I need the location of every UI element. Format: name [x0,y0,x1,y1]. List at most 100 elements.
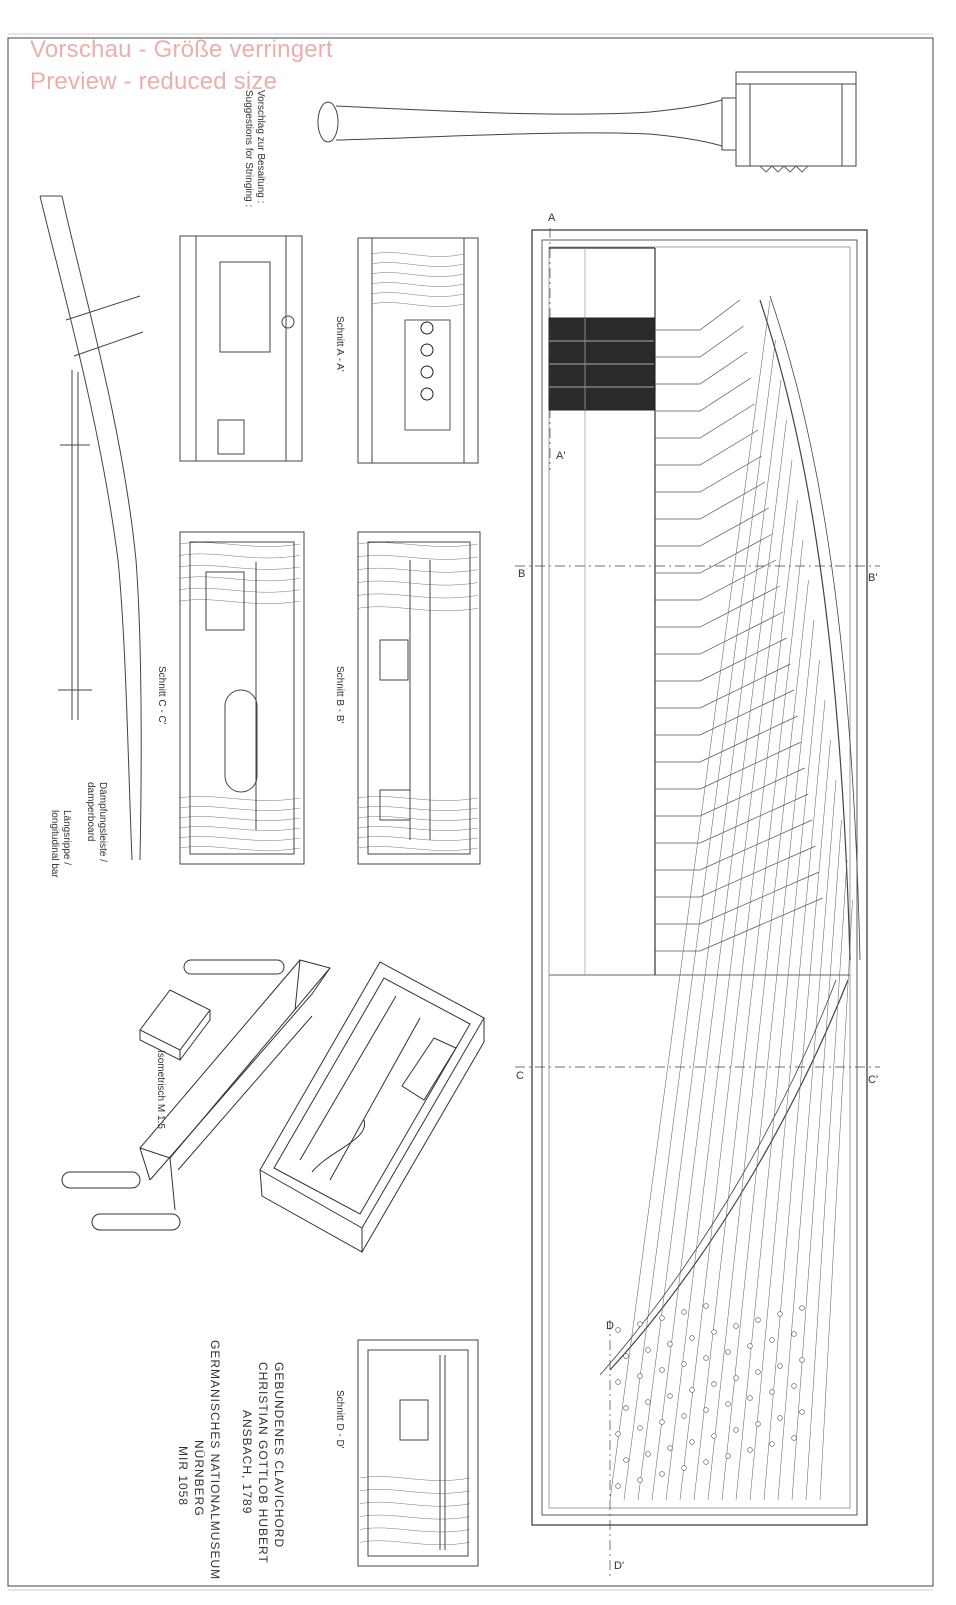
woodgrain-line [179,576,301,582]
key-lever [655,715,798,763]
key-lever [655,819,813,871]
tuning-pin [689,1387,695,1393]
woodgrain-line [179,553,301,559]
tuning-pin [799,1305,805,1311]
tuning-pin [791,1383,797,1389]
woodgrain-line [179,846,301,851]
woodgrain-line [357,826,479,831]
isometric-label: Isometrisch M 1:5 [155,1050,166,1129]
longitudinal-label-2: longitudinal bar [49,810,60,878]
damper-label-1: Dämpfungsleiste / [97,782,108,863]
key-lever [655,871,820,925]
woodgrain-line [179,587,301,593]
bridge-and-strings [599,295,861,1376]
key-lever [655,351,748,385]
tuning-pin [689,1335,695,1341]
marker-a-prime: A' [556,450,566,462]
woodgrain-line [179,599,301,604]
marker-c-prime: C' [868,1074,879,1086]
tuning-pin [637,1425,643,1431]
woodgrain-line [357,555,479,560]
tuning-pin [637,1477,643,1483]
parts-detail [179,235,303,462]
tuning-pin [769,1389,775,1395]
tuning-pin [659,1419,665,1425]
title-line-4: GERMANISCHES NATIONALMUSEUM [208,1340,222,1581]
key-lever [655,767,805,817]
tuning-pin [689,1439,695,1445]
woodgrain-line [179,542,301,547]
tuning-pin [623,1353,629,1359]
key-levers [655,299,823,952]
woodgrain-line [179,826,301,831]
key-lever [655,611,784,655]
title-line-1: GEBUNDENES CLAVICHORD [272,1362,286,1549]
key-lever [655,455,762,493]
section-label-bb: Schnitt B - B' [334,666,345,724]
woodgrain-line [179,816,301,821]
string-line [791,819,842,1501]
tuning-pin [799,1357,805,1363]
strings [609,299,853,1501]
tuning-pin [791,1331,797,1337]
tuning-pin [623,1457,629,1463]
tuning-pin [659,1471,665,1477]
title-line-5: NÜRNBERG [192,1440,206,1517]
key-lever [655,403,755,439]
woodgrain-line [357,542,479,547]
tuning-pin [645,1399,651,1405]
woodgrain-line [179,796,301,801]
turned-leg-icon [317,71,857,173]
longitudinal-label-1: Längsrippe / [61,810,72,866]
tuning-pin [791,1435,797,1441]
tuning-pin [755,1421,761,1427]
string-line [749,699,826,1501]
tuning-pin [755,1317,761,1323]
section-label-cc: Schnitt C - C' [156,666,167,725]
tuning-pin [747,1343,753,1349]
woodgrain-line [359,1489,471,1494]
tuning-pin [725,1401,731,1407]
key-lever [655,663,791,709]
woodgrain-line [179,836,301,841]
woodgrain-line [357,816,479,821]
string-line [623,339,776,1501]
string-line [651,419,787,1501]
tuning-pin [645,1347,651,1353]
woodgrain-line [359,1527,471,1533]
title-line-6: MIR 1058 [176,1446,190,1507]
tuning-pin [681,1465,687,1471]
string-line [763,739,831,1501]
tuning-pin [733,1323,739,1329]
section-aa-hammers [420,321,434,401]
key-lever [655,325,744,358]
woodgrain-line [359,1476,471,1481]
tuning-pin [777,1363,783,1369]
woodgrain-line [371,292,465,297]
tuning-pin [711,1433,717,1439]
string-line [693,539,804,1501]
key-lever [655,845,816,898]
string-line [707,579,809,1501]
woodgrain-line [357,836,479,841]
tuning-pin [769,1337,775,1343]
key-lever [655,507,769,547]
title-line-2: CHRISTIAN GOTTLOB HUBERT [256,1362,270,1564]
tuning-pin [725,1349,731,1355]
title-line-3: ANSBACH, 1789 [240,1410,254,1515]
tuning-pins [615,1303,805,1489]
damperboard-drawing [39,195,144,861]
tuning-pin [667,1341,673,1347]
tuning-pin [711,1381,717,1387]
stringing-subtitle: Suggestions for Stringing : [243,90,254,208]
key-block [548,317,655,411]
tuning-pin [637,1321,643,1327]
section-cut-lines [515,228,880,1580]
key-lever [655,533,773,574]
section-label-dd: Schnitt D - D' [334,1390,345,1449]
woodgrain-line [357,567,479,573]
string-line [609,299,771,1501]
tuning-pin [667,1393,673,1399]
isometric-stand [61,959,331,1231]
string-line [777,779,837,1501]
